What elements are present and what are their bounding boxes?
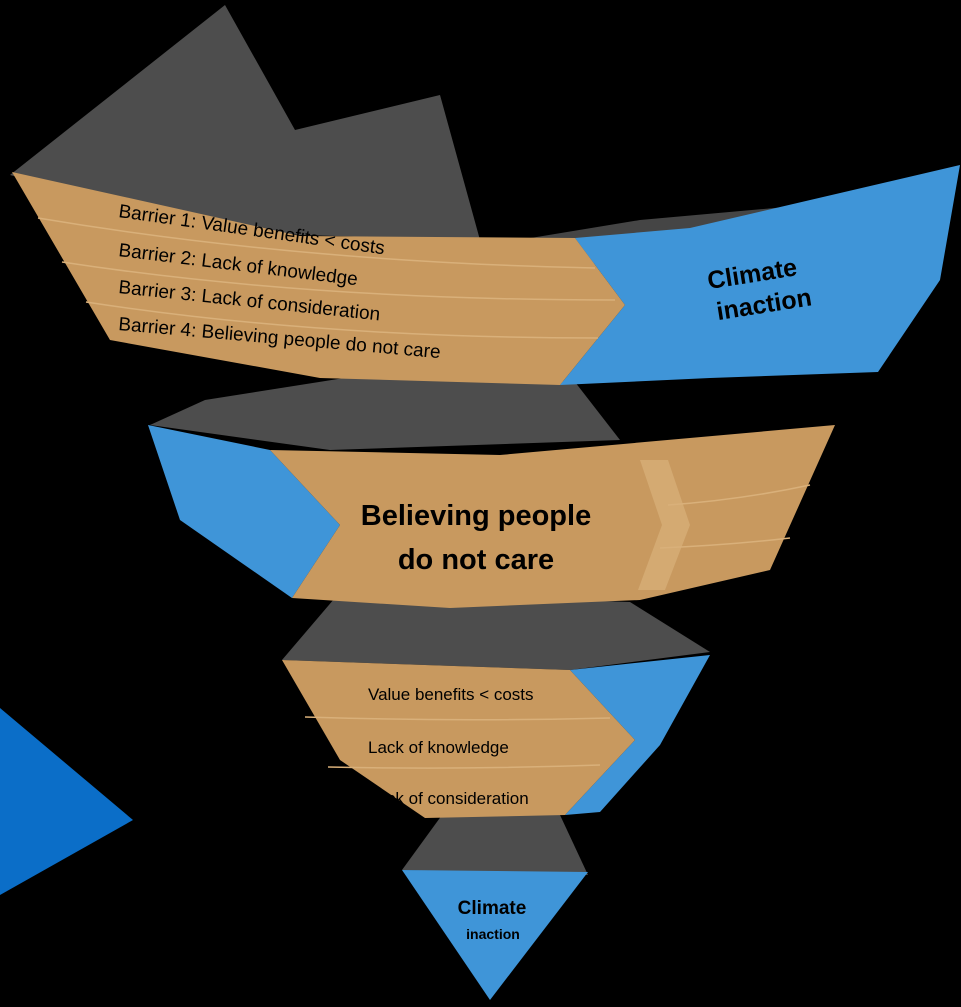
- tier1-barriers-panel: [12, 172, 625, 385]
- tier2-dividers: [659, 484, 811, 549]
- tier4-line2: inaction: [466, 926, 520, 942]
- tier3-item-2: Lack of knowledge: [368, 738, 509, 757]
- tier2-line2: do not care: [398, 544, 554, 576]
- tier3-dividers: [304, 716, 611, 769]
- tier3-item-1: Value benefits < costs: [368, 685, 534, 704]
- left-play-arrow: [0, 708, 133, 895]
- tier4-label: Climate inaction: [458, 898, 527, 942]
- tier2-chevron-highlight: [638, 460, 690, 590]
- tier2-gold-panel: [270, 425, 835, 608]
- ribbon-between-tier2-tier3: [282, 592, 710, 670]
- ribbon-between-tier1-tier2: [150, 370, 620, 450]
- tier2-blue-panel: [148, 425, 340, 598]
- tier3-outcome-panel: [565, 655, 710, 815]
- tier3-item-list: Value benefits < costs Lack of knowledge…: [368, 685, 534, 808]
- ribbon-between-tier3-tier4: [402, 815, 588, 875]
- tier4-outcome-triangle: [402, 870, 588, 1000]
- tier1-dividers: [37, 217, 616, 339]
- tier1-outcome-panel: [560, 165, 960, 385]
- tier2-line1: Believing people: [361, 500, 591, 532]
- tier3-item-3: Lack of consideration: [368, 789, 529, 808]
- tier3-items-panel: [282, 660, 635, 818]
- tier2-label: Believing people do not care: [361, 500, 591, 576]
- tier4-line1: Climate: [458, 898, 527, 919]
- top-ribbon-tail: [10, 5, 480, 240]
